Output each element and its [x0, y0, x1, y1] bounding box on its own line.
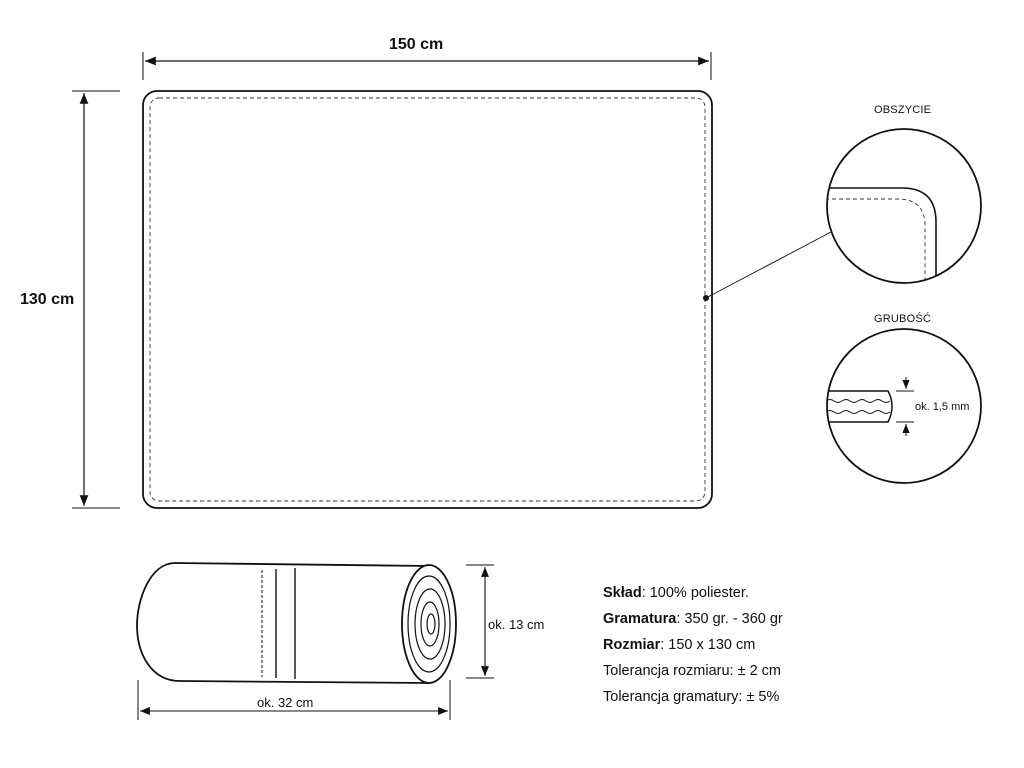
thickness-detail-title: GRUBOŚĆ	[874, 313, 932, 325]
spec-value: : 100% poliester.	[641, 585, 749, 601]
spec-value: : 150 x 130 cm	[660, 637, 756, 653]
spec-composition: Skład: 100% poliester.	[603, 584, 783, 610]
spec-value: : 350 gr. - 360 gr	[676, 611, 783, 627]
specifications-list: Skład: 100% poliester. Gramatura: 350 gr…	[603, 584, 783, 714]
rolled-blanket	[136, 562, 457, 684]
edge-detail-pointer	[703, 231, 832, 301]
edge-detail-title: OBSZYCIE	[874, 104, 932, 116]
roll-length-dimension	[137, 680, 451, 720]
edge-detail-circle	[826, 128, 982, 284]
spec-value: Tolerancja rozmiaru: ± 2 cm	[603, 663, 781, 679]
spec-key: Skład	[603, 585, 642, 601]
spec-weight-tolerance: Tolerancja gramatury: ± 5%	[603, 688, 783, 714]
height-dimension	[72, 90, 120, 509]
spec-size-tolerance: Tolerancja rozmiaru: ± 2 cm	[603, 662, 783, 688]
blanket-outline	[142, 90, 713, 509]
width-label: 150 cm	[389, 36, 444, 53]
roll-length-label: ok. 32 cm	[257, 695, 314, 710]
spec-key: Rozmiar	[603, 637, 661, 653]
width-dimension	[142, 52, 712, 80]
spec-key: Gramatura	[603, 611, 677, 627]
spec-value: Tolerancja gramatury: ± 5%	[603, 689, 780, 705]
spec-size: Rozmiar: 150 x 130 cm	[603, 636, 783, 662]
height-label: 130 cm	[20, 291, 75, 308]
thickness-value-label: ok. 1,5 mm	[915, 401, 970, 413]
spec-weight: Gramatura: 350 gr. - 360 gr	[603, 610, 783, 636]
roll-diameter-label: ok. 13 cm	[488, 617, 545, 632]
roll-diameter-dimension	[466, 564, 494, 679]
thickness-detail-circle	[826, 328, 982, 484]
